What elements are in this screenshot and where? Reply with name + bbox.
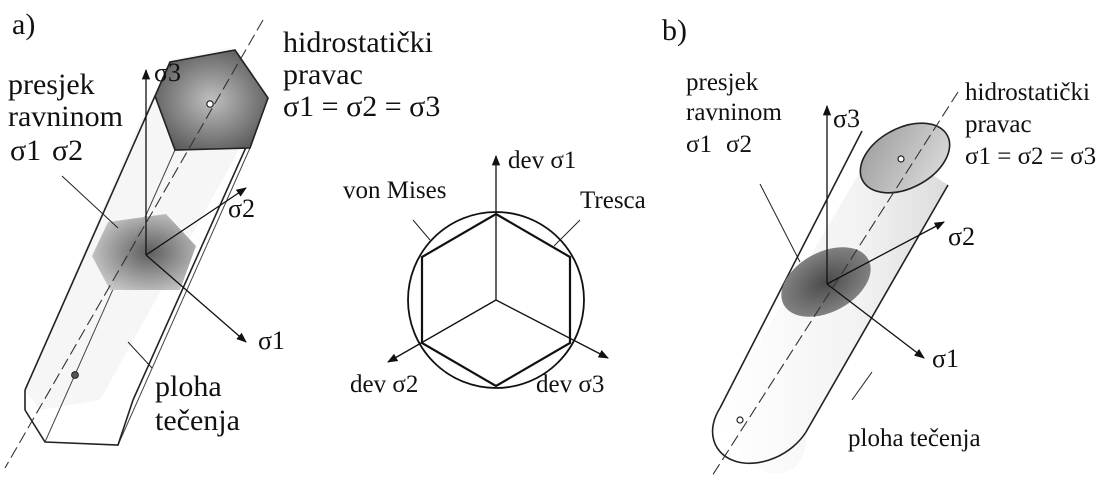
surface-label-a-line2: tečenja [155,404,240,437]
prism-edge [44,149,176,443]
dev-axis-3 [495,299,609,359]
prism-edge [24,95,156,391]
hydrostatic-axis-a [4,19,264,469]
axis-sigma2-b [826,221,945,285]
prism-edge [117,147,251,446]
leader-surface-a [127,341,153,369]
section-label-a-line1: presjek [8,68,95,101]
hydrostatic-label-b-line1: hidrostatički [965,79,1090,106]
cylinder-edge [719,130,863,409]
section-sigma-a2: σ2 [52,134,84,167]
axis-label-sigma3-b: σ3 [833,104,861,133]
hydrostatic-axis-b [711,91,959,477]
equality-label-a: σ1 = σ2 = σ3 [283,90,441,123]
axis-label-sigma3-a: σ3 [154,58,182,87]
cylinder-bottom-arc [711,407,807,465]
surface-label-b: ploha tečenja [848,425,981,452]
section-label-a-line2: ravninom [8,100,123,133]
section-label-b-line1: presjek [686,69,759,96]
dev-sigma2-label: dev σ2 [350,371,419,398]
cylinder-edge [805,184,949,433]
axis-point [206,100,214,108]
section-label-b-line2: ravninom [686,99,782,126]
axis-label-sigma1-b: σ1 [932,344,960,373]
leader-section-b [759,183,801,263]
tresca-prism [4,19,269,469]
von-mises-cylinder [711,91,959,477]
axis-sigma1-a [145,254,247,343]
leader-tresca [553,219,581,247]
section-sigma-b2: σ2 [726,131,752,158]
axis-point [736,416,744,424]
prism-bottom-edge [24,399,134,446]
axis-sigma1-b [826,283,925,359]
axis-label-sigma1-a: σ1 [258,326,286,355]
hydrostatic-label-a-line2: pravac [283,58,363,91]
panel-a-tag: a) [12,8,36,41]
axis-label-sigma2-a: σ2 [228,194,256,223]
deviatoric-plane [387,154,609,389]
axis-label-sigma2-b: σ2 [948,222,976,251]
leader-von-mises [412,219,431,241]
axis-sigma2-a [145,187,247,256]
hydrostatic-label-b-line2: pravac [965,111,1032,138]
dev-axis-2 [387,299,497,363]
axis-point [897,155,905,163]
surface-label-a-line1: ploha [155,370,222,403]
hydrostatic-label-a-line1: hidrostatički [283,26,433,59]
section-sigma-b1: σ1 [686,131,712,158]
leader-section-a [61,175,119,229]
prism-top-hexagon [154,49,269,151]
equality-label-b: σ1 = σ2 = σ3 [965,143,1097,170]
tresca-hexagon [420,212,572,388]
von-mises-label: von Mises [343,177,447,204]
cylinder-section-ellipse [781,247,871,317]
tresca-label: Tresca [580,187,646,214]
panel-b-tag: b) [662,14,687,47]
axis-point [71,371,79,379]
leader-surface-b [851,371,873,401]
section-sigma-a1: σ1 [10,134,42,167]
dev-sigma1-label: dev σ1 [508,147,577,174]
dev-sigma3-label: dev σ3 [536,371,605,398]
